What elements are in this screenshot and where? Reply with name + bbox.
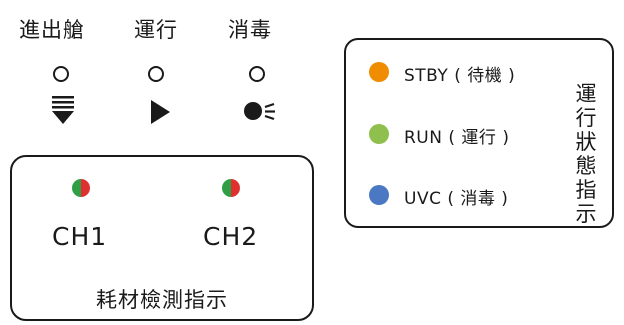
ch2-label: CH2 (203, 222, 259, 251)
disinfect-indicator-led (249, 66, 265, 82)
status-panel-title: 運行狀態指示 (575, 82, 597, 226)
mode-label-load: 進出艙 (19, 18, 85, 42)
ch1-label: CH1 (52, 222, 108, 251)
consumable-panel-title: 耗材檢測指示 (96, 288, 228, 312)
consumable-detection-panel (10, 155, 314, 321)
tray-eject-icon (52, 96, 74, 124)
standby-legend-label: STBY ( 待機 ) (404, 66, 516, 86)
standby-color-dot (369, 62, 389, 82)
load-indicator-led (53, 66, 69, 82)
mode-label-disinfect: 消毒 (228, 18, 272, 42)
uvc-color-dot (369, 185, 389, 205)
ch1-status-led (72, 179, 90, 197)
run-legend-label: RUN ( 運行 ) (404, 128, 510, 148)
status-legend-panel (344, 38, 614, 228)
ch2-status-led (222, 179, 240, 197)
mode-label-run: 運行 (134, 18, 178, 42)
uv-lamp-icon (244, 102, 275, 121)
run-color-dot (369, 124, 389, 144)
uvc-legend-label: UVC ( 消毒 ) (404, 189, 509, 209)
play-icon (151, 100, 170, 124)
run-indicator-led (148, 66, 164, 82)
